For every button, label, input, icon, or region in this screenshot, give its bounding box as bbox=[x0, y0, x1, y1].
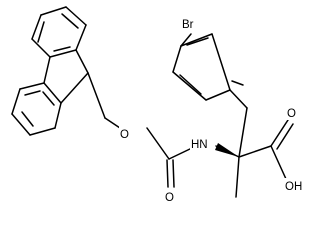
bromophenyl-ring bbox=[172, 33, 248, 109]
bromine-label: Br bbox=[182, 19, 194, 31]
hydroxyl-label: OH bbox=[285, 181, 302, 193]
carbamate-carbonyl-oxygen-label: O bbox=[165, 192, 174, 204]
stereo-wedge bbox=[215, 143, 239, 157]
fluorene-bridge bbox=[60, 49, 89, 104]
ether-oxygen-label: O bbox=[120, 129, 129, 141]
acid-carbonyl-oxygen-label: O bbox=[287, 108, 296, 120]
amine-nh-label: HN bbox=[191, 139, 208, 151]
carbamate-linker bbox=[87, 72, 193, 188]
fluorene-left-ring bbox=[11, 82, 62, 136]
fluorene-right-ring bbox=[31, 6, 87, 84]
molecule-structure: Br O HN O O OH bbox=[11, 6, 303, 204]
